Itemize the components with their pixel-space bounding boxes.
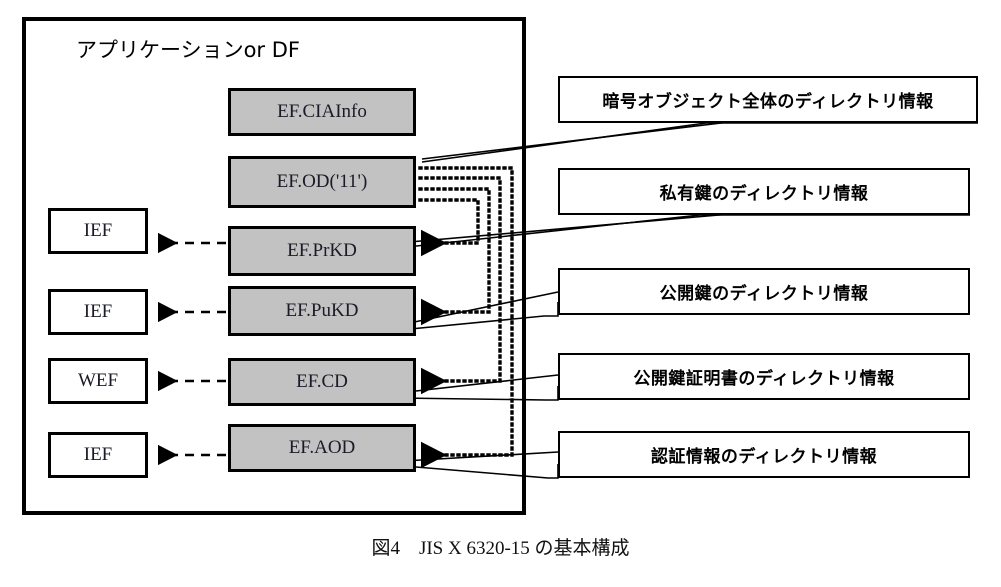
- ef-box-label: EF.CD: [296, 371, 348, 392]
- side-box-ief-aod[interactable]: IEF: [48, 432, 148, 478]
- side-box-label: IEF: [83, 301, 113, 322]
- side-box-ief-pukd[interactable]: IEF: [48, 289, 148, 335]
- figure-caption: 図4 JIS X 6320-15 の基本構成: [371, 538, 630, 559]
- application-df-title: アプリケーションor DF: [76, 38, 300, 62]
- ef-box-prkd[interactable]: EF.PrKD: [228, 226, 416, 276]
- desc-box-certificate-directory[interactable]: 公開鍵証明書のディレクトリ情報: [558, 353, 970, 400]
- ef-box-label: EF.OD('11'): [276, 171, 368, 192]
- ef-box-label: EF.AOD: [288, 437, 356, 458]
- ef-box-pukd[interactable]: EF.PuKD: [228, 286, 416, 336]
- side-box-label: IEF: [83, 444, 113, 465]
- side-box-label: IEF: [83, 220, 113, 241]
- desc-box-private-key-directory[interactable]: 私有鍵のディレクトリ情報: [558, 168, 970, 215]
- application-df-frame: [22, 17, 526, 515]
- desc-box-label: 認証情報のディレクトリ情報: [650, 447, 878, 467]
- ef-box-label: EF.CIAInfo: [277, 101, 367, 122]
- side-box-wef-cd[interactable]: WEF: [48, 358, 148, 404]
- ef-box-ciainfo[interactable]: EF.CIAInfo: [228, 88, 416, 136]
- side-box-label: WEF: [77, 370, 119, 391]
- ef-box-label: EF.PrKD: [287, 240, 357, 261]
- desc-box-auth-info-directory[interactable]: 認証情報のディレクトリ情報: [558, 431, 970, 478]
- desc-box-label: 私有鍵のディレクトリ情報: [659, 184, 869, 204]
- desc-box-label: 公開鍵のディレクトリ情報: [659, 284, 869, 304]
- desc-box-cia-directory[interactable]: 暗号オブジェクト全体のディレクトリ情報: [558, 76, 978, 123]
- desc-box-label: 暗号オブジェクト全体のディレクトリ情報: [602, 92, 934, 112]
- desc-box-public-key-directory[interactable]: 公開鍵のディレクトリ情報: [558, 268, 970, 315]
- ef-box-cd[interactable]: EF.CD: [228, 358, 416, 406]
- side-box-ief-prkd[interactable]: IEF: [48, 208, 148, 254]
- desc-box-label: 公開鍵証明書のディレクトリ情報: [633, 369, 895, 389]
- ef-box-label: EF.PuKD: [285, 300, 359, 321]
- ef-box-aod[interactable]: EF.AOD: [228, 424, 416, 472]
- ef-box-od[interactable]: EF.OD('11'): [228, 156, 416, 208]
